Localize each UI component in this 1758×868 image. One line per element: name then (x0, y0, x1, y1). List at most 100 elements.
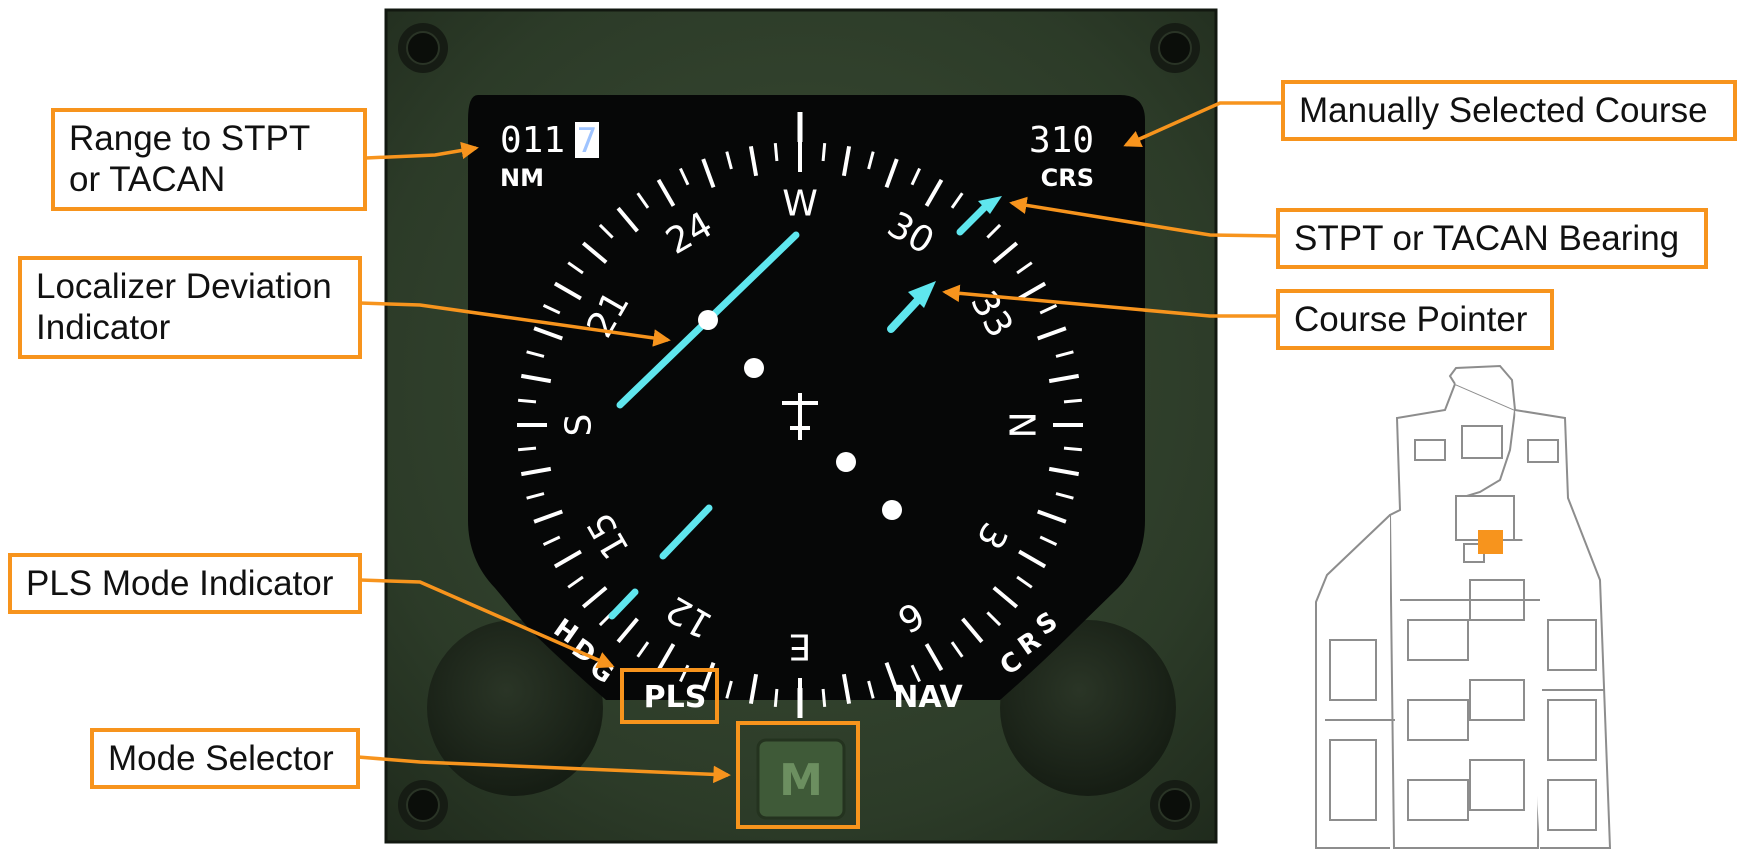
callout-course-pointer-line-1: Course Pointer (1294, 300, 1528, 339)
compass-tick (1048, 373, 1080, 384)
callout-range-to-stpt: Range to STPT or TACAN (51, 108, 367, 211)
compass-tick (867, 680, 875, 699)
compass-tick (1055, 350, 1074, 358)
compass-tick (598, 223, 614, 239)
compass-tick (821, 688, 827, 708)
course-units: CRS (1041, 164, 1094, 192)
callout-range-line-2: or TACAN (69, 160, 226, 200)
range-cursor-digit: 7 (577, 121, 597, 161)
compass-tick (924, 643, 944, 672)
compass-tick (884, 158, 899, 188)
compass-tick (656, 178, 676, 207)
range-readout: 011 (500, 120, 565, 161)
bearing-pointer-tail (608, 588, 639, 620)
callout-range-line-1: Range to STPT (69, 119, 311, 158)
compass-label: E (789, 626, 812, 667)
compass-tick (520, 373, 552, 384)
compass-tick (910, 167, 921, 186)
callout-manual-course-line-1: Manually Selected Course (1299, 91, 1708, 130)
hsi-location-highlight (1478, 530, 1503, 554)
callout-mode-selector: Mode Selector (90, 728, 360, 790)
course-pointer (887, 281, 936, 333)
compass-tick (884, 662, 899, 692)
compass-tick (1018, 281, 1047, 301)
manual-course-callout-arrow (1123, 101, 1282, 148)
mode-selector-callout-arrow (357, 755, 731, 784)
course-pointer-tail (659, 504, 713, 560)
mode-selector-button[interactable]: M (756, 738, 846, 820)
mode-pls-indicator: PLS (644, 680, 707, 715)
compass-tick (961, 617, 984, 644)
heading-set-knob[interactable] (427, 620, 603, 796)
compass-tick (1048, 466, 1080, 477)
compass-tick (1039, 304, 1058, 315)
compass-tick (553, 281, 582, 301)
compass-tick (821, 142, 827, 162)
compass-tick (1037, 509, 1067, 524)
compass-label: N (1001, 412, 1042, 439)
compass-tick (725, 151, 733, 170)
compass-tick (773, 142, 779, 162)
range-callout-arrow (365, 141, 479, 160)
compass-tick (526, 492, 545, 500)
corner-screw-bottom-right (1150, 780, 1200, 830)
callout-pls-line-1: PLS Mode Indicator (26, 564, 334, 603)
deviation-dot-4 (882, 500, 902, 520)
callout-pls-mode-indicator: PLS Mode Indicator (8, 553, 362, 615)
compass-tick (986, 223, 1002, 239)
deviation-dot-3 (836, 452, 856, 472)
compass-tick (1063, 446, 1083, 452)
compass-tick (1018, 549, 1047, 569)
compass-tick (867, 151, 875, 170)
mode-selector-highlight-box (736, 721, 860, 829)
compass-label: S (559, 414, 600, 437)
compass-tick (517, 446, 537, 452)
range-units: NM (500, 164, 544, 192)
compass-tick (701, 158, 716, 188)
compass-tick (1016, 261, 1033, 275)
compass-tick (1039, 535, 1058, 546)
compass-tick (553, 549, 582, 569)
localizer-callout-arrow (359, 301, 671, 347)
compass-tick (950, 641, 964, 658)
callout-localizer-line-1: Localizer Deviation (36, 267, 332, 306)
callout-stpt-tacan-bearing: STPT or TACAN Bearing (1276, 208, 1708, 270)
compass-tick (748, 145, 759, 177)
mode-selector-label: M (779, 755, 823, 806)
bearing-pointer (956, 196, 1002, 236)
bearing-callout-arrow (1009, 196, 1277, 238)
aircraft-symbol (782, 393, 818, 440)
callout-manually-selected-course: Manually Selected Course (1281, 80, 1737, 142)
compass-tick (701, 662, 716, 692)
compass-tick (581, 586, 608, 609)
compass-tick (679, 167, 690, 186)
compass-label: W (782, 184, 818, 225)
compass-tick (910, 664, 921, 683)
compass-tick (656, 643, 676, 672)
compass-tick (992, 586, 1019, 609)
compass-tick (950, 192, 964, 209)
mode-nav-label: NAV (893, 680, 963, 715)
compass-tick (533, 326, 563, 341)
compass-tick (581, 241, 608, 264)
compass-tick (520, 466, 552, 477)
callout-bearing-line-1: STPT or TACAN Bearing (1294, 219, 1680, 258)
compass-tick (616, 617, 639, 644)
compass-tick (841, 145, 852, 177)
callout-course-pointer: Course Pointer (1276, 289, 1554, 351)
compass-tick (542, 535, 561, 546)
hsi-screen (468, 95, 1145, 700)
compass-tick (725, 680, 733, 699)
callout-localizer-deviation: Localizer Deviation Indicator (18, 256, 362, 359)
compass-tick (517, 398, 537, 404)
corner-screw-bottom-left (398, 780, 448, 830)
compass-tick (636, 641, 650, 658)
compass-tick (1016, 575, 1033, 589)
course-pointer-callout-arrow (942, 284, 1276, 318)
compass-tick (1037, 326, 1067, 341)
course-set-knob[interactable] (1000, 620, 1176, 796)
compass-tick (616, 206, 639, 233)
range-cursor (575, 122, 599, 158)
callout-localizer-line-2: Indicator (36, 308, 171, 348)
